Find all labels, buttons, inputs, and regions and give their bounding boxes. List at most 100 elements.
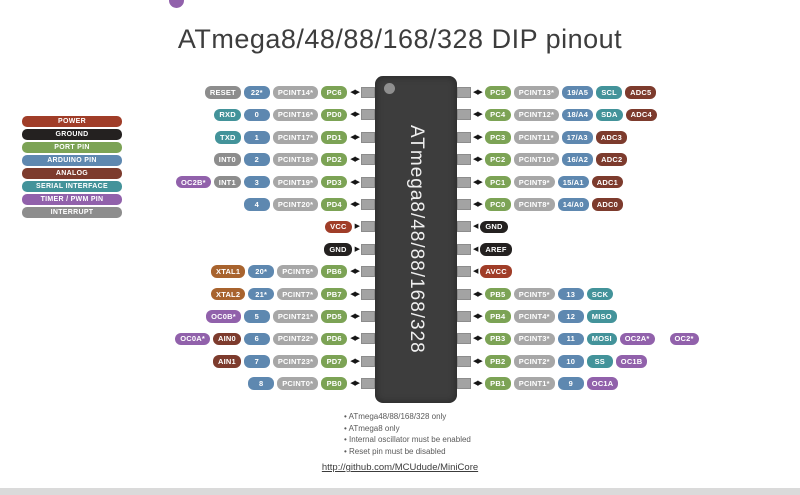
- chip-pin-stub: [457, 131, 471, 143]
- pin-label-pcint0: PCINT0*: [277, 377, 319, 390]
- pin-label-scl: SCL: [596, 86, 623, 99]
- direction-arrow-icon: ◀▶: [350, 178, 360, 186]
- direction-arrow-icon: ◀▶: [473, 380, 483, 388]
- pin-label-pc5: PC5: [484, 86, 511, 99]
- pin-label-pcint2: PCINT2*: [513, 355, 555, 368]
- pin-label-int1: INT1: [213, 175, 241, 189]
- pin-label-pb7: PB7: [321, 287, 348, 301]
- direction-arrow-icon: ◀▶: [473, 313, 483, 320]
- pin-label-pcint7: PCINT7*: [277, 287, 319, 301]
- pin-label-pc1: PC1: [484, 175, 511, 189]
- pin-label-avcc: AVCC: [480, 265, 512, 278]
- pin-label-int0: INT0: [213, 153, 241, 166]
- pin-label-20: 20*: [248, 265, 275, 278]
- direction-arrow-icon: ◀▶: [473, 156, 483, 164]
- legend-item-serial-interface: SERIAL INTERFACE: [22, 181, 122, 192]
- page-title: ATmega8/48/88/168/328 DIP pinout: [177, 24, 623, 54]
- chip-pin-stub: [457, 378, 471, 390]
- github-link[interactable]: http://github.com/MCUdude/MiniCore: [321, 462, 479, 473]
- pin-label-mosi: MOSI: [586, 332, 617, 346]
- pin-label-0: 0: [243, 108, 270, 122]
- pin-label-21: 21*: [248, 287, 275, 301]
- pin-label-18-a4: 18/A4: [562, 108, 594, 122]
- pin1-marker-icon: [384, 83, 395, 94]
- footer: http://github.com/MCUdude/MiniCore: [0, 462, 800, 473]
- pin-label-pd2: PD2: [321, 153, 348, 166]
- pin-label-8: 8: [248, 377, 275, 390]
- pin-label-pb5: PB5: [484, 287, 511, 301]
- pin-label-pcint11: PCINT11*: [513, 131, 559, 144]
- pin-label-pcint14: PCINT14*: [272, 86, 319, 99]
- pin-label-3: 3: [243, 175, 270, 189]
- pin-label-ain1: AIN1: [212, 355, 241, 368]
- chip-pin-stub: [361, 243, 375, 255]
- pin-label-pd0: PD0: [321, 108, 348, 122]
- pin-label-pcint21: PCINT21*: [272, 310, 319, 323]
- pin-label-pd6: PD6: [321, 332, 348, 346]
- pin-label-oc1b: OC1B: [615, 355, 648, 368]
- pin-label-pcint16: PCINT16*: [272, 108, 319, 122]
- chip-pin-stub: [457, 221, 471, 233]
- pin-label-oc2a: OC2A*: [619, 332, 655, 346]
- direction-arrow-icon: ◀▶: [473, 357, 483, 365]
- pin-label-pb4: PB4: [484, 310, 511, 323]
- chip-pin-stub: [457, 176, 471, 188]
- pin-label-pc3: PC3: [484, 131, 511, 144]
- pin-label-ain0: AIN0: [212, 332, 241, 346]
- pin-row-right-8: ◀AREF: [473, 242, 512, 256]
- legend-item-power: POWER: [22, 116, 122, 127]
- bottom-edge: [0, 488, 800, 495]
- pin-row-left-7: VCC▶: [325, 220, 360, 234]
- pin-label-pd1: PD1: [321, 131, 348, 144]
- chip-pin-stub: [457, 243, 471, 255]
- pin-label-pcint17: PCINT17*: [272, 131, 319, 144]
- footnote-1: ATmega48/88/168/328 only: [344, 411, 471, 423]
- pin-label-pb6: PB6: [321, 265, 348, 278]
- pin-row-right-9: ◀AVCC: [473, 265, 512, 279]
- pin-label-22: 22*: [243, 86, 270, 99]
- pin-label-xtal1: XTAL1: [211, 265, 246, 278]
- pin-label-ss: SS: [586, 355, 613, 368]
- pin-label-pb3: PB3: [484, 332, 511, 346]
- pin-label-xtal2: XTAL2: [211, 287, 246, 301]
- direction-arrow-icon: ◀▶: [473, 111, 483, 119]
- pin-label-gnd: GND: [480, 220, 508, 234]
- direction-arrow-icon: ◀▶: [350, 201, 360, 208]
- pin-label-adc4: ADC4: [625, 108, 657, 122]
- chip-pin-stub: [457, 109, 471, 121]
- pin-label-pd4: PD4: [321, 198, 348, 211]
- chip-pin-stub: [457, 333, 471, 345]
- pin-label-16-a2: 16/A2: [562, 153, 594, 166]
- pin-label-pcint9: PCINT9*: [513, 175, 555, 189]
- direction-arrow-icon: ◀: [473, 245, 478, 253]
- chip-pin-stub: [361, 333, 375, 345]
- direction-arrow-icon: ◀: [473, 268, 478, 276]
- direction-arrow-icon: ▶: [354, 223, 360, 231]
- pin-label-oc2b: OC2B*: [176, 175, 211, 189]
- pin-label-pcint19: PCINT19*: [272, 175, 319, 189]
- pin-label-oc0a: OC0A*: [175, 332, 210, 346]
- pin-label-sck: SCK: [586, 287, 614, 301]
- chip-body: ATmega8/48/88/168/328: [375, 76, 457, 403]
- direction-arrow-icon: ◀▶: [473, 290, 483, 298]
- chip-pin-stub: [361, 109, 375, 121]
- legend-item-analog: ANALOG: [22, 168, 122, 179]
- direction-arrow-icon: ◀▶: [350, 313, 360, 320]
- chip-pin-stub: [361, 311, 375, 322]
- pin-label-adc0: ADC0: [591, 198, 624, 211]
- chip-label: ATmega8/48/88/168/328: [406, 125, 427, 354]
